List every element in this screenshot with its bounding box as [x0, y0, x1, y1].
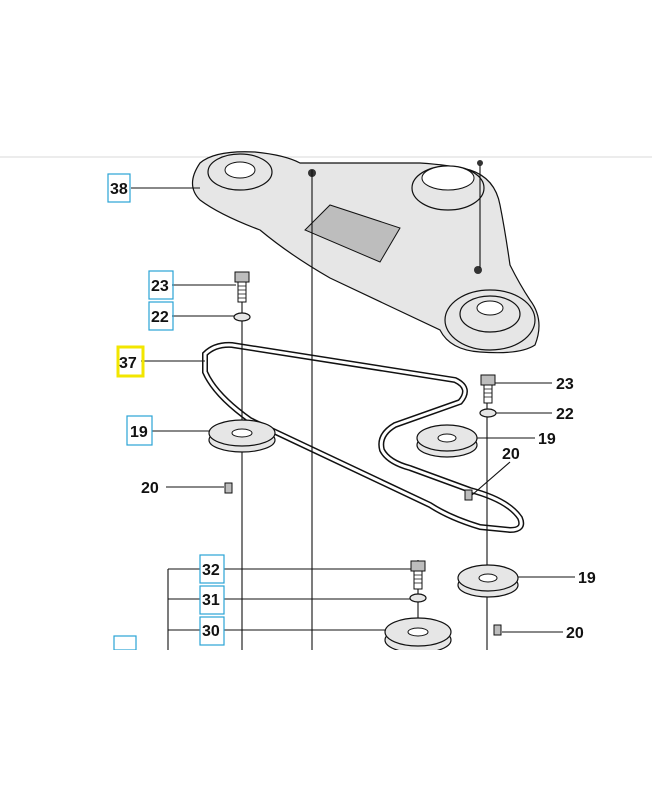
key-20-mid: [464, 489, 473, 501]
callout-37: 37: [119, 355, 137, 372]
callout-box-partial: [113, 635, 137, 651]
bottom-crop: [0, 650, 652, 800]
callout-22-right: 22: [556, 406, 574, 423]
callout-box-38: [107, 173, 131, 203]
leader-lines: [131, 187, 575, 650]
callout-20-mid: 20: [502, 446, 520, 463]
callout-box-23: [148, 270, 174, 300]
idler-pulley-19-right: [457, 564, 519, 598]
washer-31: [409, 593, 427, 603]
callout-19-right: 19: [578, 570, 596, 587]
callout-highlight-37: [116, 345, 145, 378]
bolt-23-left: [234, 271, 250, 303]
callout-box-30: [199, 616, 225, 646]
callout-32: 32: [202, 562, 220, 579]
callout-23-right: 23: [556, 376, 574, 393]
callout-20-left: 20: [141, 480, 159, 497]
callout-20-right: 20: [566, 625, 584, 642]
callout-box-31: [199, 585, 225, 615]
idler-pulley-19-mid: [416, 424, 478, 458]
callout-19-left: 19: [130, 424, 148, 441]
callout-box-32: [199, 554, 225, 584]
key-20-right: [493, 624, 502, 636]
callout-30: 30: [202, 623, 220, 640]
bolt-23-right: [480, 374, 496, 404]
bolt-32: [410, 560, 426, 590]
key-20-left: [224, 482, 233, 494]
deck-cover-plate: [191, 151, 540, 354]
callout-19-mid: 19: [538, 431, 556, 448]
callout-23-left: 23: [151, 278, 169, 295]
idler-pulley-19-left: [208, 419, 276, 453]
callout-box-22: [148, 301, 174, 331]
washer-22-left: [233, 312, 251, 322]
pulley-30: [384, 617, 452, 654]
callout-38: 38: [110, 181, 128, 198]
callout-box-19: [126, 415, 153, 446]
washer-22-right: [479, 408, 497, 418]
callout-31: 31: [202, 592, 220, 609]
callout-22-left: 22: [151, 309, 169, 326]
